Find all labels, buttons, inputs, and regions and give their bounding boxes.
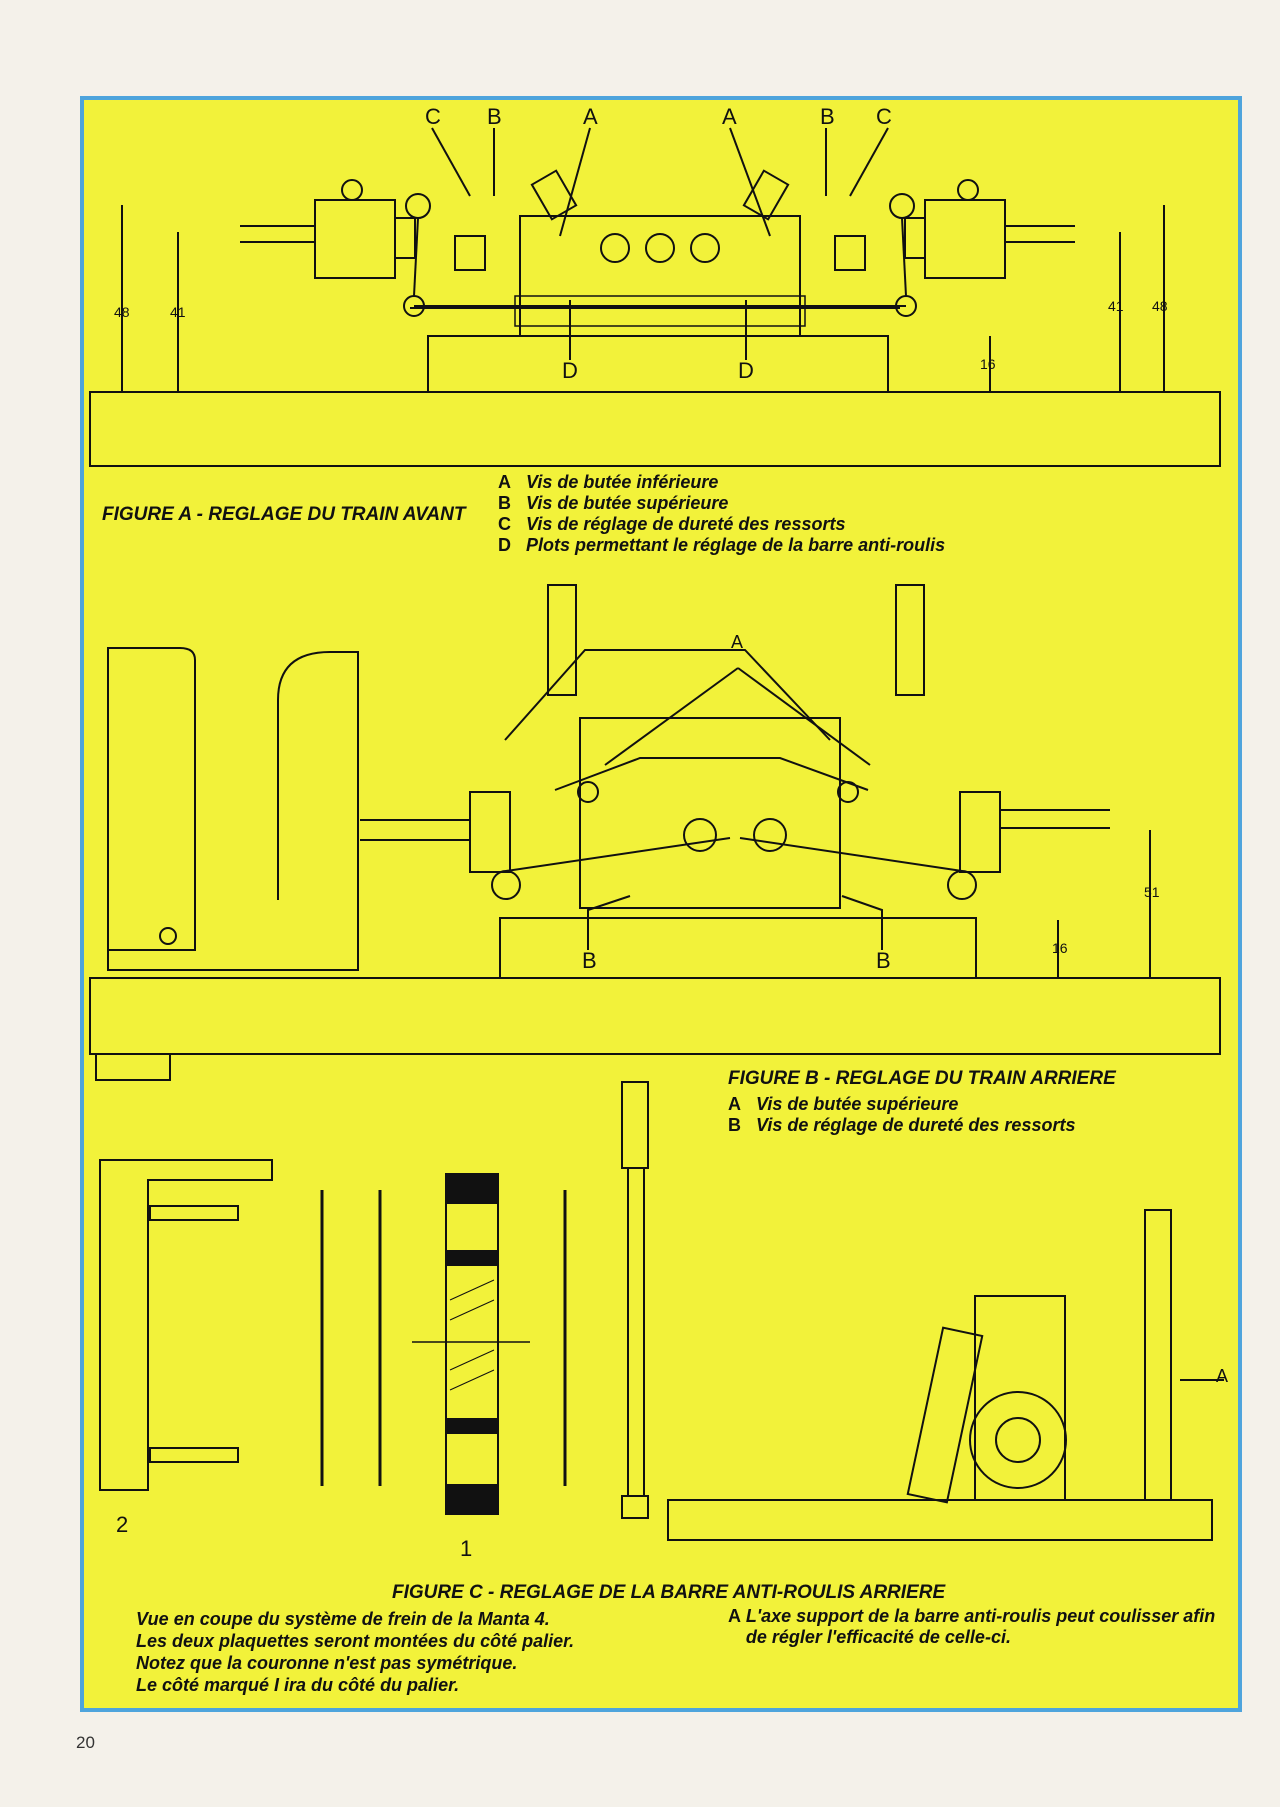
fig-b-dim-51: 51 <box>1144 884 1160 900</box>
fig-a-label-a-right: A <box>722 104 737 129</box>
crown-hatch <box>446 1174 498 1514</box>
fig-b-label-b-right: B <box>876 948 891 973</box>
fig-b-dim-16: 16 <box>1052 940 1068 956</box>
figure-panel <box>80 96 1242 1712</box>
fig-a-label-c-left: C <box>425 104 441 129</box>
fig-a-dim-16: 16 <box>980 356 996 372</box>
fig-a-label-b-right: B <box>820 104 835 129</box>
fig-a-label-c-right: C <box>876 104 892 129</box>
figure-b-drawing <box>89 584 1221 1081</box>
fig-a-label-b-left: B <box>487 104 502 129</box>
fig-a-label-d-left: D <box>562 358 578 383</box>
page-number: 20 <box>76 1733 95 1752</box>
fig-a-dim-41-right: 41 <box>1108 298 1124 314</box>
figure-c-note: Vue en coupe du système de frein de la M… <box>136 1609 575 1695</box>
figure-a-caption: FIGURE A - REGLAGE DU TRAIN AVANT <box>102 504 466 525</box>
fig-a-dim-48-left: 48 <box>114 304 130 320</box>
fig-c-label-2: 2 <box>116 1512 129 1537</box>
fig-c-label-1: 1 <box>460 1536 473 1561</box>
figure-c-drawing <box>99 1081 1224 1541</box>
fig-a-dim-41-left: 41 <box>170 304 186 320</box>
fig-b-label-a: A <box>731 632 744 652</box>
fig-b-label-b-left: B <box>582 948 597 973</box>
figure-b-caption: FIGURE B - REGLAGE DU TRAIN ARRIERE <box>728 1068 1116 1089</box>
fig-c-label-a: A <box>1216 1366 1229 1386</box>
figure-c-caption: FIGURE C - REGLAGE DE LA BARRE ANTI-ROUL… <box>392 1582 946 1603</box>
fig-a-label-d-right: D <box>738 358 754 383</box>
fig-a-label-a-left: A <box>583 104 598 129</box>
figure-a-drawing <box>89 127 1221 467</box>
fig-a-dim-48-right: 48 <box>1152 298 1168 314</box>
